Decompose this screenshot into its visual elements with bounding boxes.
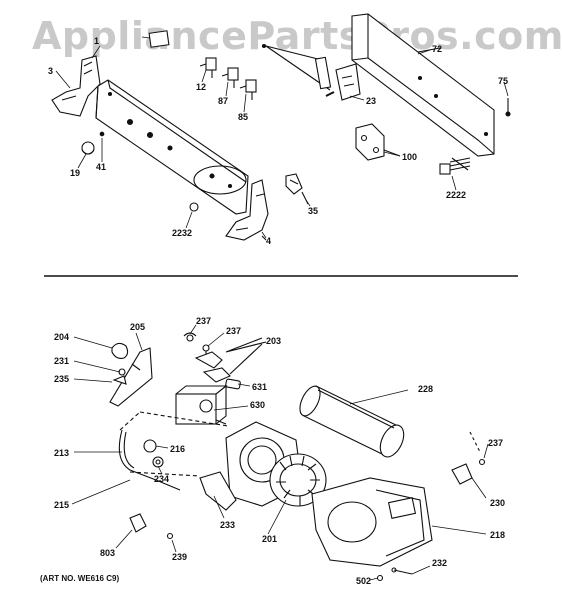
label-part-4: 4 <box>266 236 272 246</box>
label-part-204: 204 <box>54 332 70 342</box>
label-part-218: 218 <box>490 530 506 540</box>
label-part-75: 75 <box>498 76 509 86</box>
front-housing <box>311 477 433 567</box>
label-part-234: 234 <box>154 474 170 484</box>
label-part-232: 232 <box>432 558 448 568</box>
part-35 <box>285 173 309 205</box>
label-part-630: 630 <box>250 400 266 410</box>
leader-lines <box>55 36 509 581</box>
switch-12 <box>199 57 217 78</box>
label-part-19: 19 <box>70 168 81 178</box>
motor <box>175 384 228 425</box>
watermark: AppliancePartsPros.com <box>32 14 562 58</box>
label-part-205: 205 <box>130 322 146 332</box>
label-part-231: 231 <box>54 356 70 366</box>
label-part-1: 1 <box>94 36 100 46</box>
blower-wheel <box>269 453 327 507</box>
label-part-237-right: 237 <box>488 438 504 448</box>
label-part-237-top: 237 <box>196 316 212 326</box>
end-cap-right <box>225 179 269 241</box>
label-part-203: 203 <box>266 336 282 346</box>
label-part-215: 215 <box>54 500 70 510</box>
label-part-72: 72 <box>432 44 443 54</box>
label-part-803: 803 <box>100 548 116 558</box>
label-part-100: 100 <box>402 152 418 162</box>
label-part-216: 216 <box>170 444 186 454</box>
label-part-631: 631 <box>252 382 268 392</box>
label-part-41: 41 <box>96 162 107 172</box>
back-panel <box>351 13 495 157</box>
label-part-2222: 2222 <box>446 190 467 200</box>
label-part-85: 85 <box>238 112 249 122</box>
label-part-87: 87 <box>218 96 229 106</box>
label-part-230: 230 <box>490 498 506 508</box>
art-number: (ART NO. WE616 C9) <box>40 574 120 583</box>
label-part-502: 502 <box>356 576 372 586</box>
label-part-201: 201 <box>262 534 278 544</box>
label-part-233: 233 <box>220 520 236 530</box>
label-part-237-mid: 237 <box>226 326 242 336</box>
drum <box>299 385 405 458</box>
label-part-23: 23 <box>366 96 377 106</box>
label-part-228: 228 <box>418 384 434 394</box>
label-part-12: 12 <box>196 82 207 92</box>
knob-small <box>189 202 199 212</box>
switch-85 <box>239 79 257 100</box>
label-part-239: 239 <box>172 552 188 562</box>
label-part-213: 213 <box>54 448 70 458</box>
control-panel <box>95 79 249 215</box>
switch-87 <box>221 67 239 88</box>
label-part-2232: 2232 <box>172 228 193 238</box>
end-cap-left <box>51 55 101 117</box>
bracket-205 <box>109 347 153 407</box>
label-part-235: 235 <box>54 374 70 384</box>
label-part-35: 35 <box>308 206 319 216</box>
label-part-3: 3 <box>48 66 54 76</box>
